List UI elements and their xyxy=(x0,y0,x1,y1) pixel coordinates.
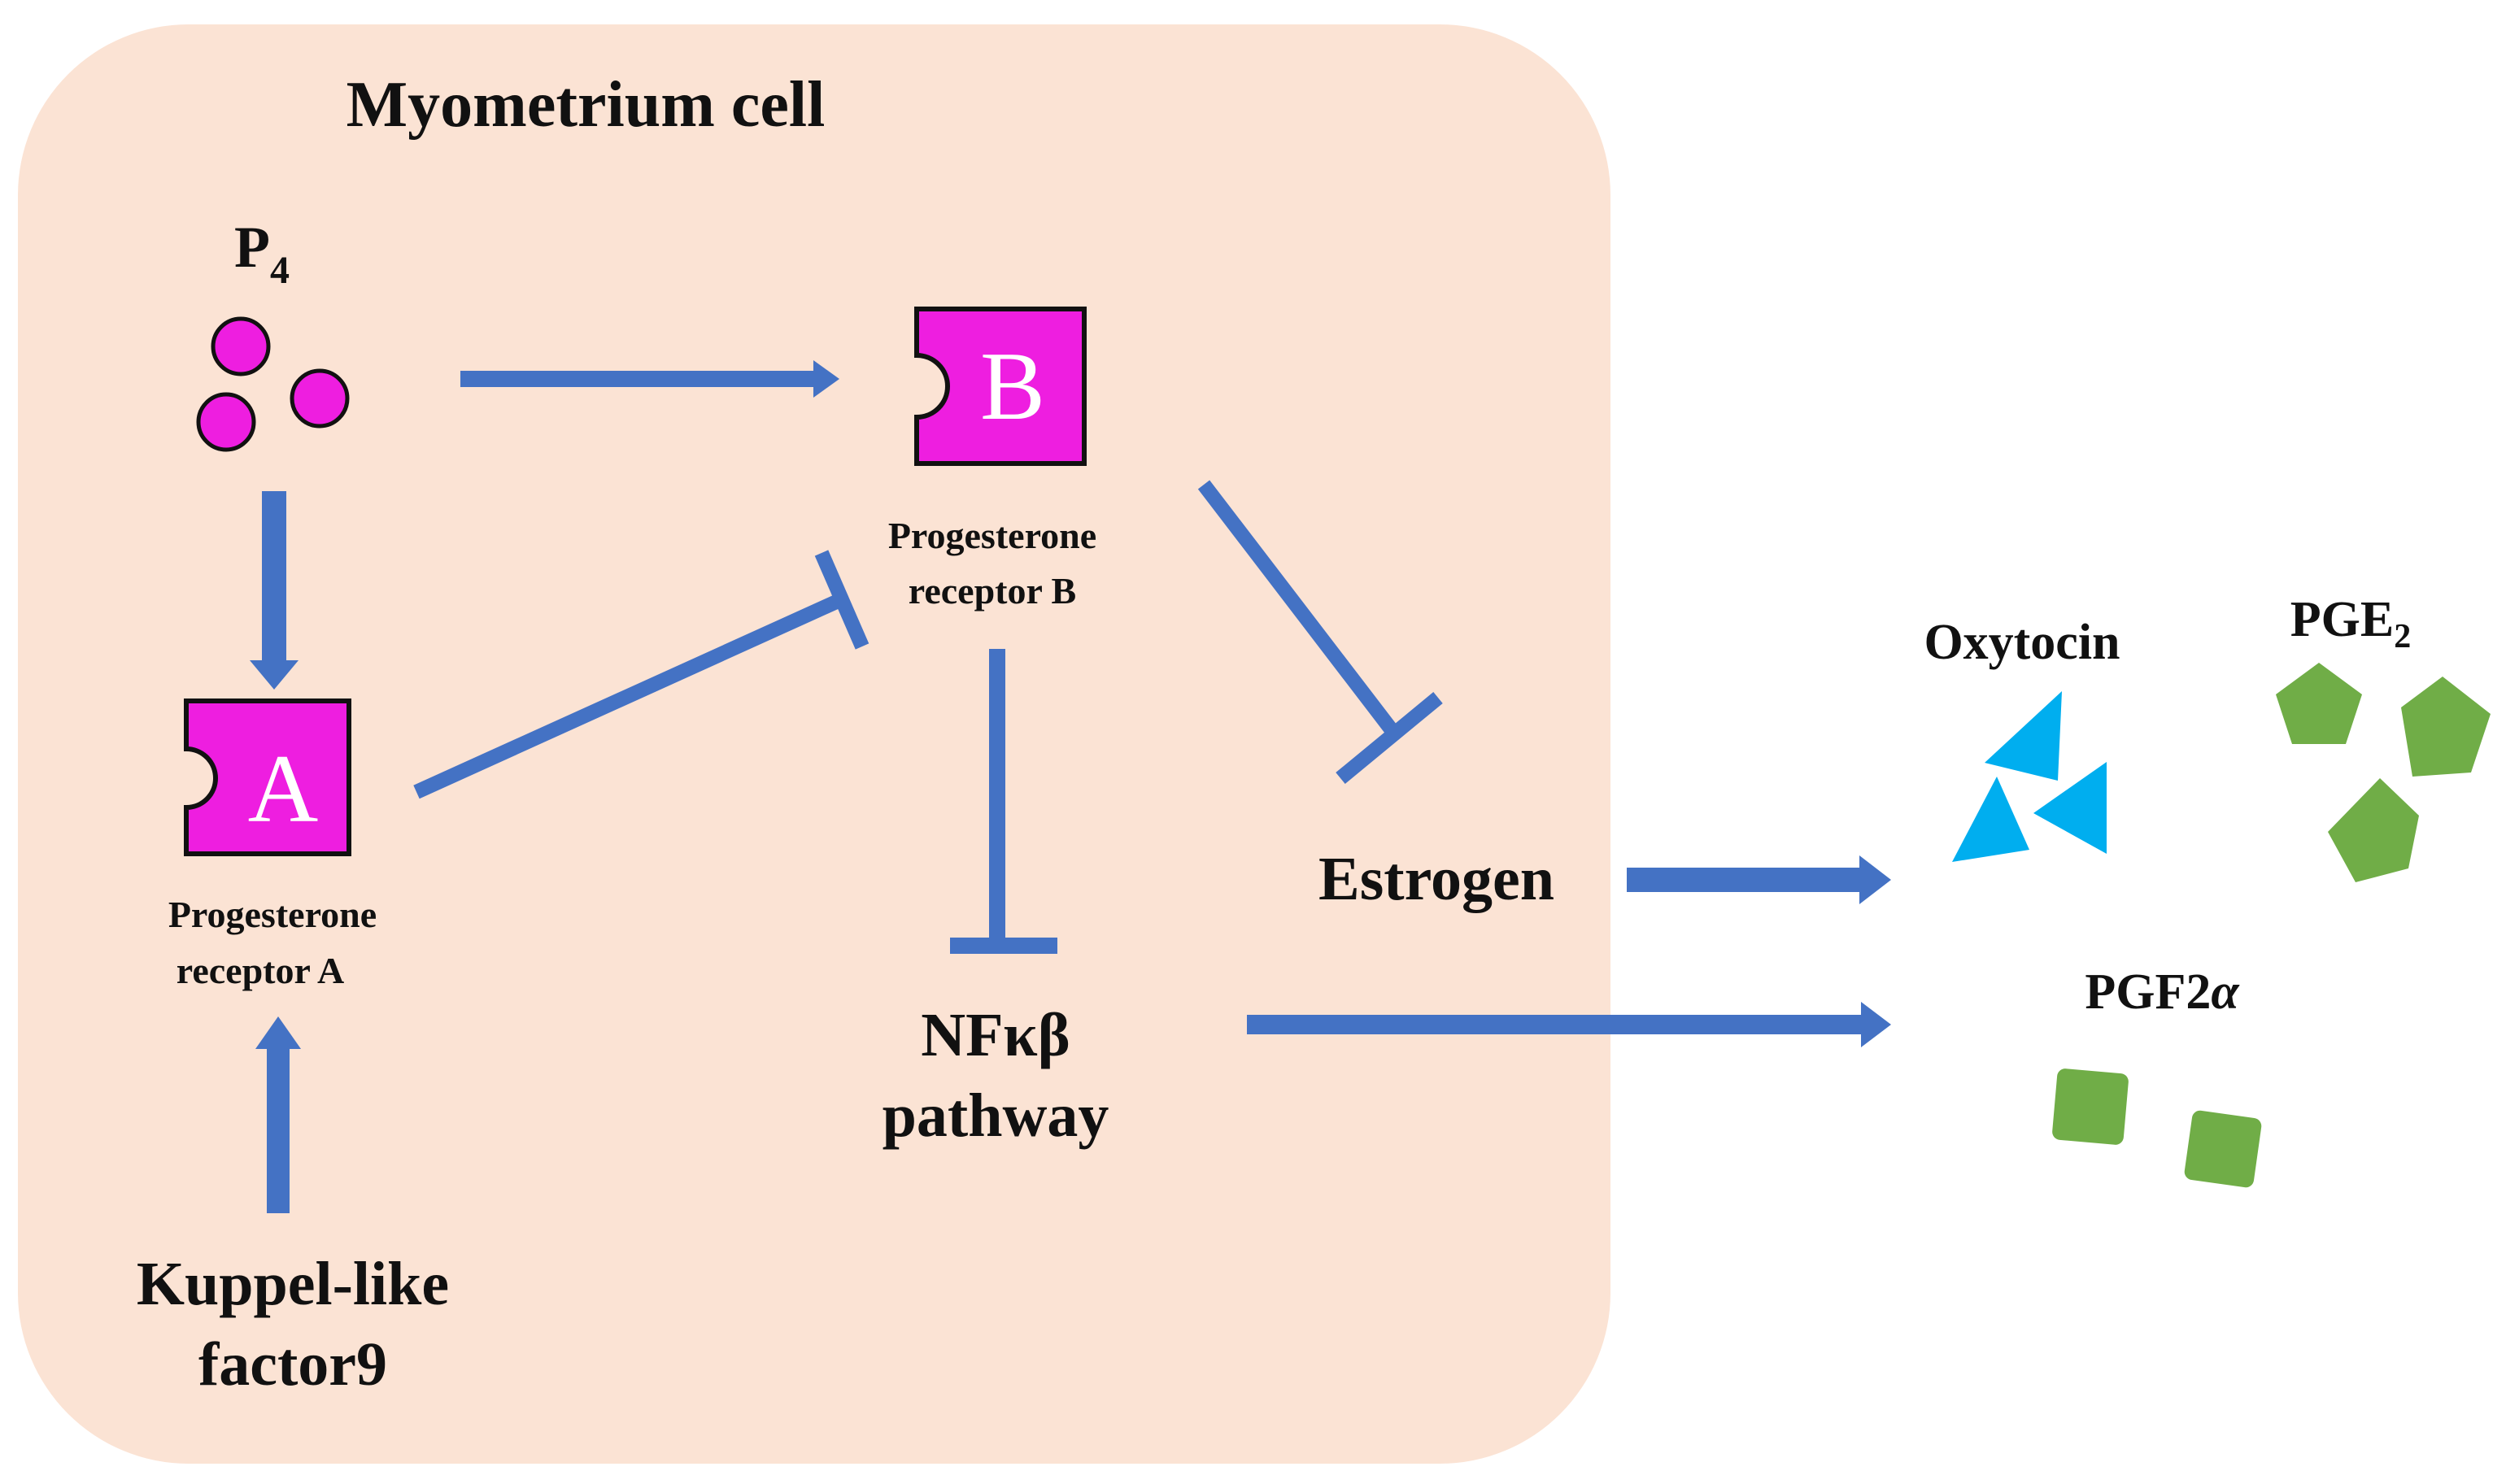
arrow-klf9-to-receptor-a xyxy=(255,1016,301,1213)
p4-molecule xyxy=(211,316,271,376)
inhibition-receptor-b-to-nfkb xyxy=(950,649,1057,954)
estrogen-label: Estrogen xyxy=(1318,845,1554,913)
receptor-b-shape xyxy=(914,307,1087,466)
arrow-nfkb-to-pgf2a xyxy=(1247,1002,1891,1047)
oxytocin-triangle xyxy=(1952,777,2029,862)
myometrium-cell-boundary xyxy=(18,24,1610,1464)
pgf2a-molecules xyxy=(2052,1068,2262,1188)
pgf2a-label: PGF2α xyxy=(2085,964,2240,1020)
receptor-a: A xyxy=(184,698,351,856)
nfkb-label-line2: pathway xyxy=(883,1081,1109,1150)
receptor-b: B xyxy=(914,307,1087,466)
p4-label-base: P xyxy=(234,215,270,280)
p4-label: P4 xyxy=(234,215,290,292)
klf9-label-line2: factor9 xyxy=(198,1330,387,1399)
p4-molecules xyxy=(196,316,350,452)
receptor-a-letter: A xyxy=(248,734,319,842)
pge2-label-base: PGE xyxy=(2290,592,2394,647)
cell-title: Myometrium cell xyxy=(346,69,826,141)
pgf2a-square xyxy=(2184,1110,2262,1188)
receptor-b-letter: B xyxy=(980,332,1045,440)
arrow-p4-to-receptor-b xyxy=(460,360,839,398)
receptor-a-label-line1: Progesterone xyxy=(168,894,377,935)
pgf2a-square xyxy=(2052,1068,2129,1145)
p4-label-subscript: 4 xyxy=(270,249,290,292)
pge2-molecules xyxy=(2276,663,2491,882)
oxytocin-molecules xyxy=(1952,691,2107,862)
oxytocin-triangle xyxy=(1985,691,2062,781)
inhibition-receptor-b-to-estrogen xyxy=(1197,480,1443,784)
pgf2a-label-greek: α xyxy=(2211,964,2240,1020)
receptor-a-shape xyxy=(184,698,351,856)
oxytocin-triangle xyxy=(2033,762,2107,854)
pge2-pentagon xyxy=(2276,663,2362,744)
pgf2a-label-base: PGF2 xyxy=(2085,964,2211,1020)
arrow-estrogen-to-outputs xyxy=(1627,855,1891,904)
pge2-label-subscript: 2 xyxy=(2394,618,2411,655)
inhibition-receptor-a-to-receptor-b xyxy=(413,550,869,799)
pge2-pentagon xyxy=(2328,778,2419,882)
pge2-label: PGE2 xyxy=(2290,592,2411,655)
receptor-b-label-line1: Progesterone xyxy=(888,515,1096,556)
receptor-b-label-line2: receptor B xyxy=(909,570,1077,611)
p4-molecule xyxy=(290,368,350,429)
p4-molecule xyxy=(196,392,256,452)
pge2-pentagon xyxy=(2401,677,2491,777)
nfkb-label-line1: NFκβ xyxy=(921,1001,1070,1069)
arrow-p4-to-receptor-a xyxy=(250,491,299,690)
oxytocin-label: Oxytocin xyxy=(1924,615,2120,670)
klf9-label-line1: Kuppel-like xyxy=(137,1250,449,1318)
receptor-a-label-line2: receptor A xyxy=(177,950,345,991)
